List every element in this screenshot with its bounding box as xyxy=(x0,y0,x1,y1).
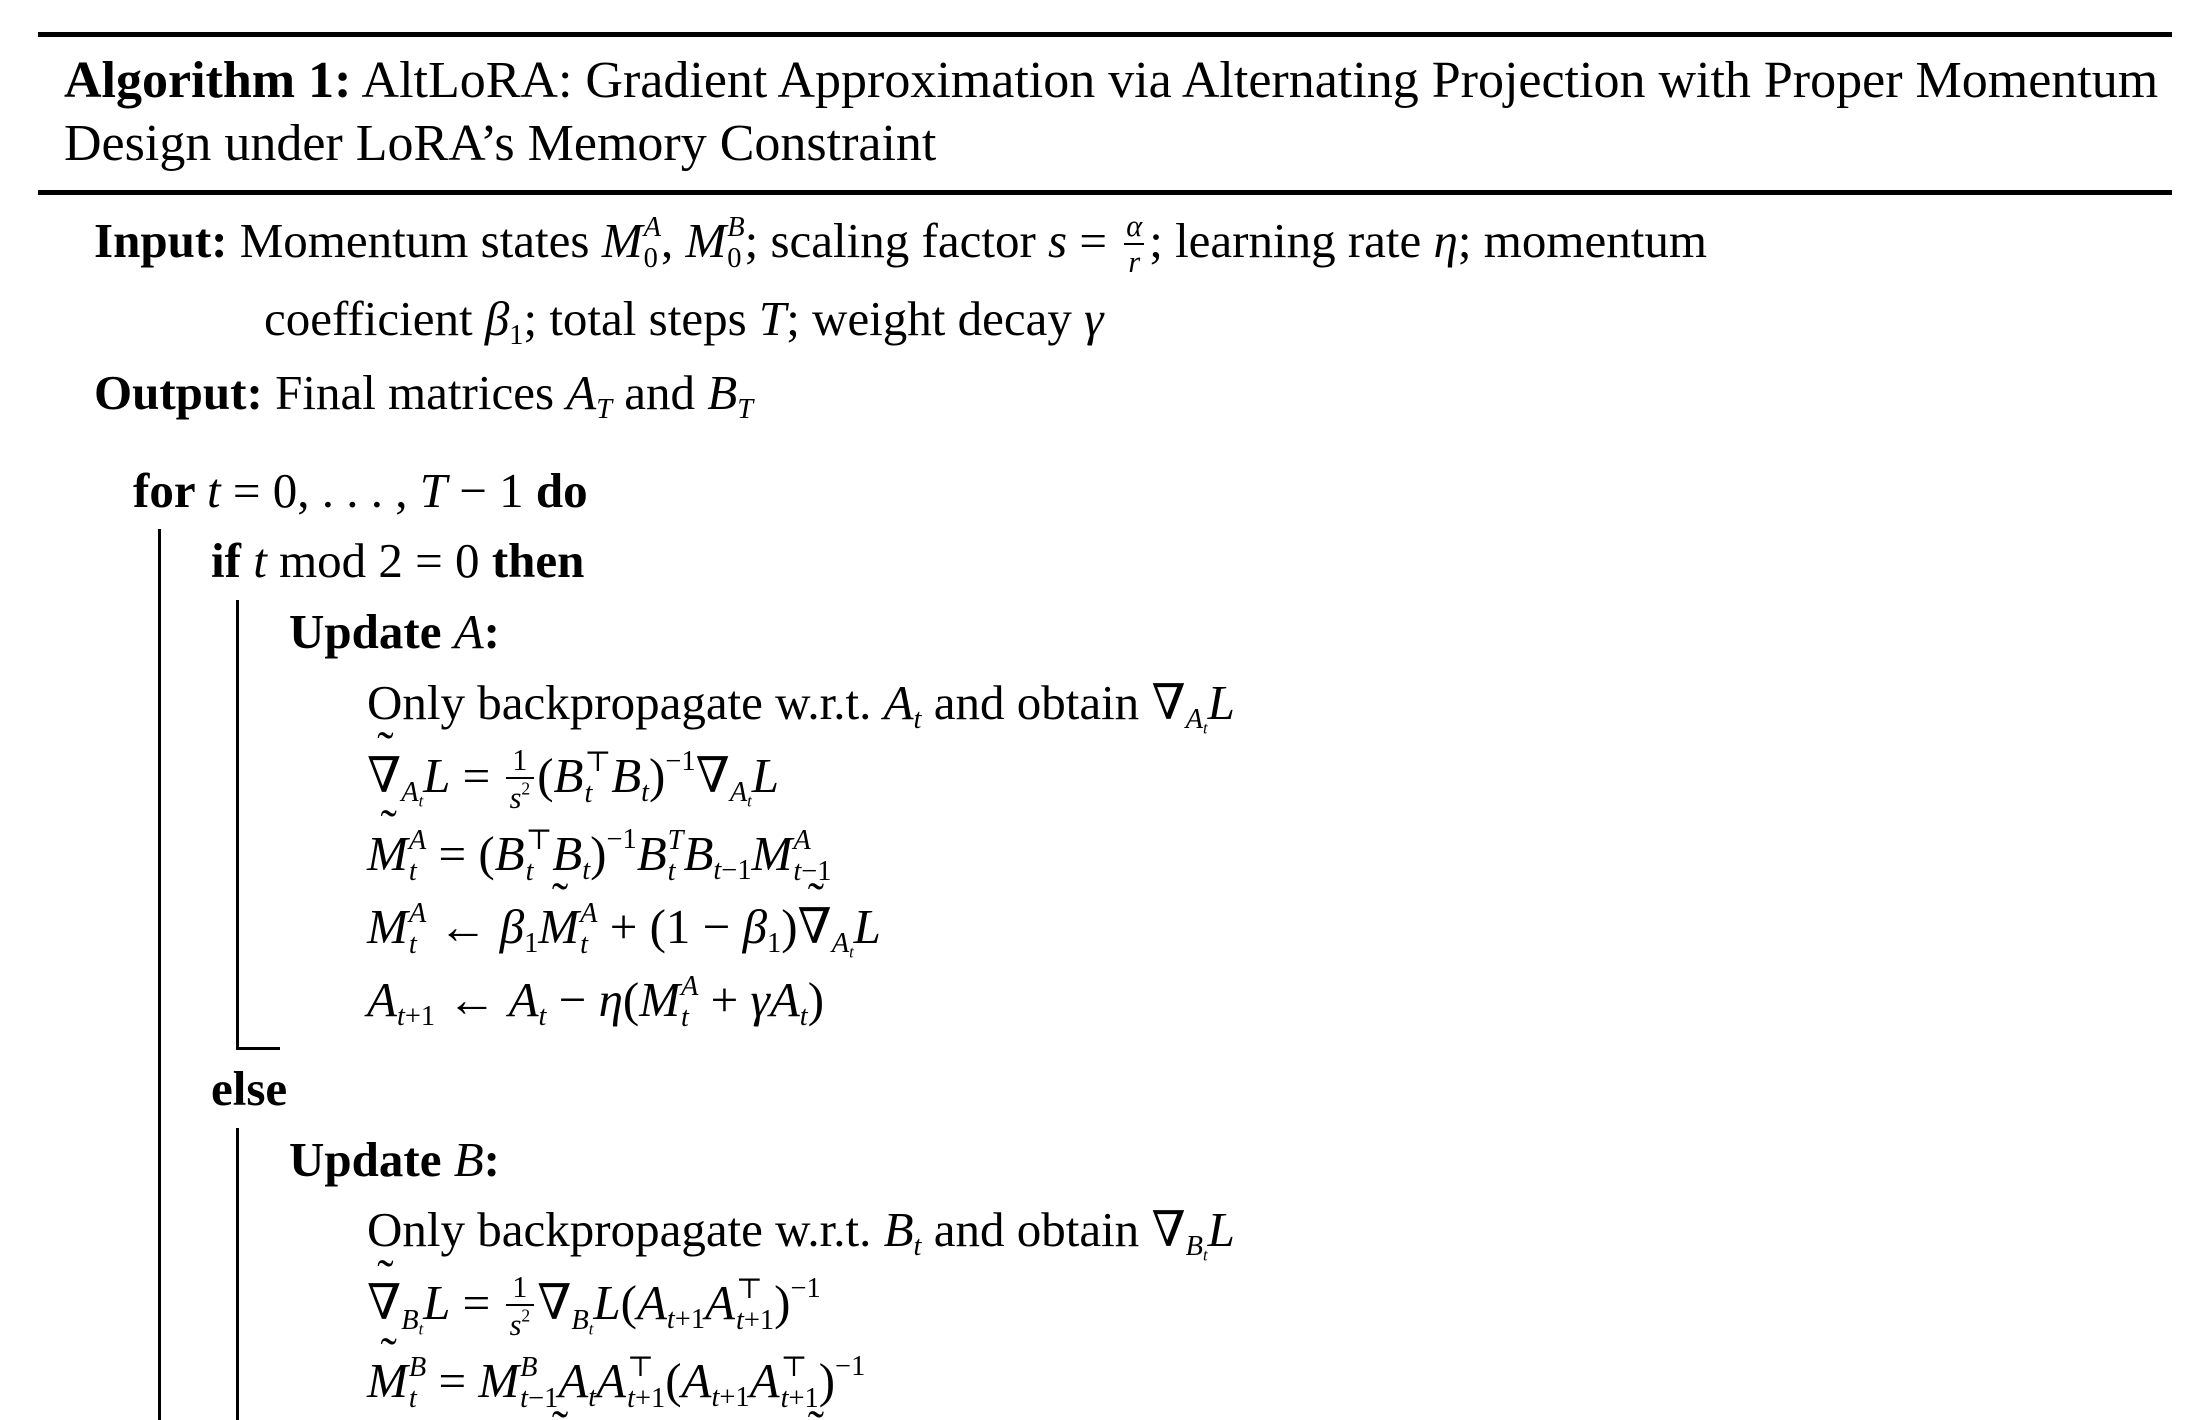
output-section: Output: Final matrices AT and BT xyxy=(94,361,2172,429)
for-line: for t = 0, . . . , T − 1 do xyxy=(133,462,588,518)
output-label: Output: xyxy=(94,364,276,420)
update-a-line: Update A: xyxy=(289,604,500,660)
algorithm-label: Algorithm 1: xyxy=(64,52,352,109)
output-line: Output: Final matrices AT and BT xyxy=(94,361,2172,429)
input-line-2: coefficient β1; total steps T; weight de… xyxy=(264,290,1104,351)
top-rule xyxy=(38,32,2172,37)
algorithm-title: AltLoRA: Gradient Approximation via Alte… xyxy=(64,52,2159,173)
statement-line: Only backpropagate w.r.t. Bt and obtain … xyxy=(367,1202,1235,1265)
statement-line: Only backpropagate w.r.t. At and obtain … xyxy=(367,674,1235,738)
else-block: Update B: Only backpropagate w.r.t. Bt a… xyxy=(236,1127,2172,1420)
caption-rule xyxy=(38,189,2172,195)
else-line: else xyxy=(211,1060,288,1116)
input-label: Input: xyxy=(94,212,240,268)
if-block: Update A: Only backpropagate w.r.t. At a… xyxy=(236,600,2172,1050)
a-statements: Only backpropagate w.r.t. At and obtain … xyxy=(289,671,2172,1036)
algorithm-body: for t = 0, . . . , T − 1 do if t mod 2 =… xyxy=(133,459,2172,1420)
if-line: if t mod 2 = 0 then xyxy=(211,533,585,589)
output-math: Final matrices AT and BT xyxy=(275,364,754,425)
b-statements: Only backpropagate w.r.t. Bt and obtain … xyxy=(289,1198,2172,1420)
update-b-line: Update B: xyxy=(289,1131,500,1187)
algorithm-caption: Algorithm 1: AltLoRA: Gradient Approxima… xyxy=(64,49,2172,176)
for-block: if t mod 2 = 0 then Update A: Only backp… xyxy=(158,529,2172,1420)
